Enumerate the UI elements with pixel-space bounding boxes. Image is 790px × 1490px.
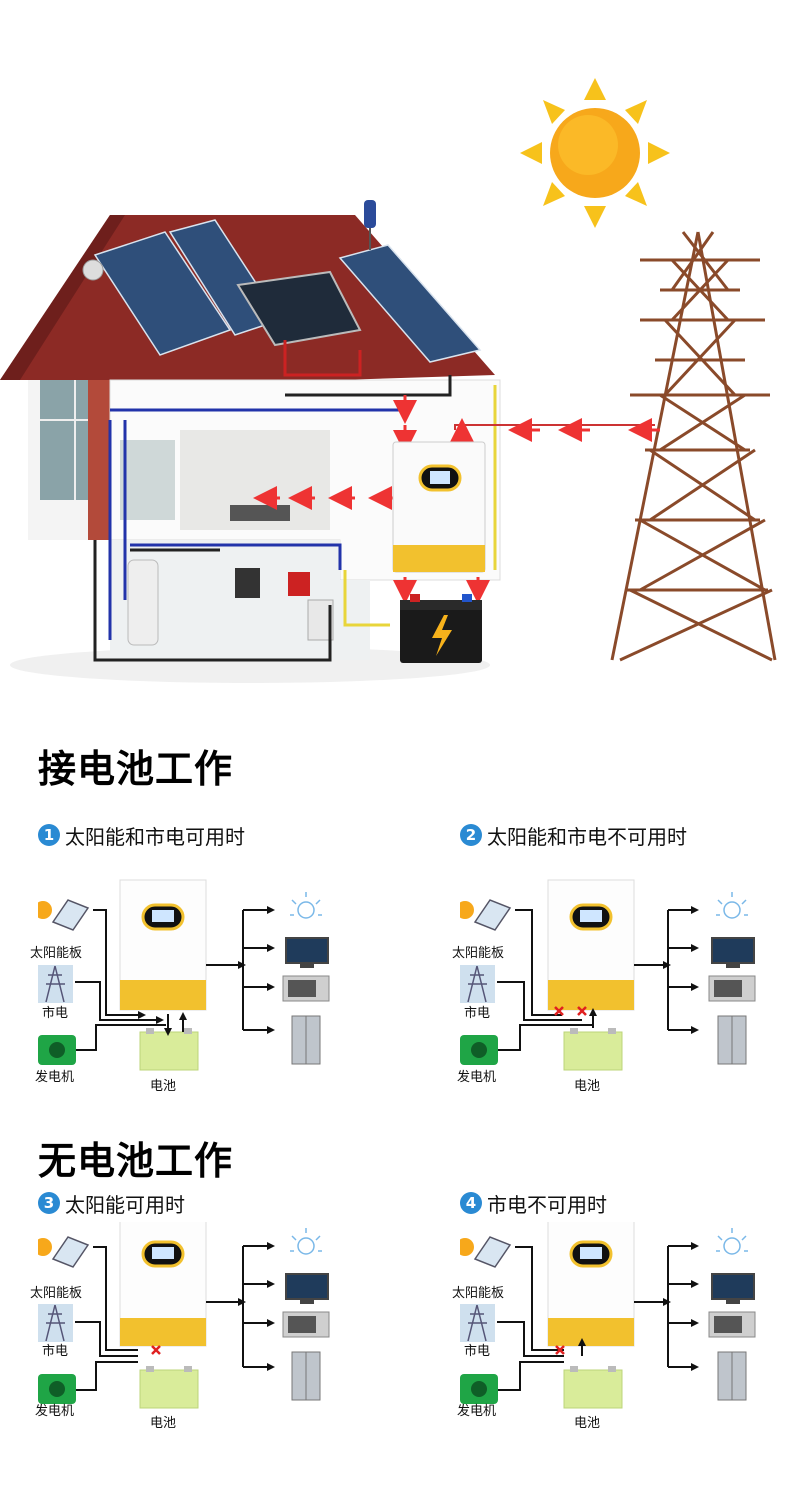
tv-icon	[711, 937, 755, 968]
generator-icon	[38, 1374, 76, 1404]
light-bulb-icon	[716, 1228, 748, 1255]
case-3-panel: 3 太阳能可用时	[30, 1188, 378, 1468]
battery-label: 电池	[574, 1079, 601, 1094]
case-diagram: 太阳能板 市电 发电机 电池	[30, 1219, 378, 1442]
refrigerator-icon	[717, 1351, 747, 1401]
battery-label: 电池	[150, 1079, 177, 1094]
microwave-icon	[708, 1311, 756, 1338]
solar-panel-icon	[34, 899, 90, 931]
hero-battery-icon	[400, 594, 482, 663]
blocked-x-mark	[151, 1345, 161, 1355]
transmission-tower-icon	[610, 231, 777, 662]
flow-diagram	[34, 1219, 330, 1409]
generator-label: 发电机	[35, 1404, 75, 1419]
generator-label: 发电机	[457, 1070, 497, 1085]
microwave-icon	[282, 975, 330, 1002]
solar-panel-icon	[456, 1236, 512, 1268]
case-title-text: 市电不可用时	[487, 1192, 607, 1217]
blocked-x-mark	[555, 1345, 565, 1355]
wind-turbine-icon	[364, 200, 376, 250]
sun-icon	[520, 78, 670, 228]
solar-panel-icon	[34, 1236, 90, 1268]
tv-icon	[285, 937, 329, 968]
case-number-badge: 3	[38, 1192, 60, 1214]
generator-label: 发电机	[457, 1404, 497, 1419]
solar-house-illustration	[0, 78, 777, 683]
light-bulb-icon	[716, 892, 748, 919]
light-bulb-icon	[290, 1228, 322, 1255]
generator-icon	[38, 1035, 76, 1065]
hero-inverter-icon	[392, 441, 486, 573]
case-diagram: 太阳能板 市电 发电机 电池	[30, 870, 378, 1094]
grid-tower-icon	[38, 965, 73, 1003]
without-battery-heading: 无电池工作	[38, 1139, 234, 1183]
grid-label: 市电	[464, 1006, 491, 1021]
grid-label: 市电	[42, 1344, 69, 1359]
flow-diagram	[456, 879, 756, 1071]
inverter-icon	[547, 879, 635, 1011]
grid-tower-icon	[460, 965, 495, 1003]
case-title-text: 太阳能可用时	[65, 1192, 185, 1217]
blocked-x-marks	[554, 1006, 587, 1016]
case-number-badge: 2	[460, 824, 482, 846]
grid-label: 市电	[42, 1006, 69, 1021]
solar-panel-label: 太阳能板	[452, 1286, 505, 1301]
case-number-badge: 1	[38, 824, 60, 846]
case-1-panel: 1 太阳能和市电可用时	[30, 820, 378, 1100]
tv-icon	[711, 1273, 755, 1304]
solar-panel-label: 太阳能板	[30, 1286, 83, 1301]
case-diagram: 太阳能板 市电 发电机 电池	[452, 870, 790, 1094]
refrigerator-icon	[291, 1351, 321, 1401]
flow-diagram	[456, 1219, 756, 1409]
solar-panel-label: 太阳能板	[452, 946, 505, 961]
refrigerator-icon	[291, 1015, 321, 1065]
case-1-title: 1 太阳能和市电可用时	[38, 820, 245, 850]
case-4-title: 4 市电不可用时	[460, 1188, 607, 1218]
case-2-panel: 2 太阳能和市电不可用时	[452, 820, 790, 1100]
battery-icon	[139, 1366, 199, 1409]
case-title-text: 太阳能和市电不可用时	[487, 824, 687, 849]
generator-icon	[460, 1035, 498, 1065]
with-battery-heading: 接电池工作	[38, 747, 234, 791]
battery-icon	[563, 1028, 623, 1071]
refrigerator-icon	[717, 1015, 747, 1065]
microwave-icon	[282, 1311, 330, 1338]
battery-label: 电池	[574, 1416, 601, 1431]
tv-icon	[285, 1273, 329, 1304]
grid-tower-icon	[38, 1304, 73, 1342]
microwave-icon	[708, 975, 756, 1002]
case-4-panel: 4 市电不可用时	[452, 1188, 790, 1468]
case-3-title: 3 太阳能可用时	[38, 1188, 185, 1218]
battery-icon	[563, 1366, 623, 1409]
solar-panel-icon	[456, 899, 512, 931]
grid-tower-icon	[460, 1304, 495, 1342]
light-bulb-icon	[290, 892, 322, 919]
generator-icon	[460, 1374, 498, 1404]
inverter-icon	[119, 879, 207, 1011]
grid-label: 市电	[464, 1344, 491, 1359]
case-2-title: 2 太阳能和市电不可用时	[460, 820, 687, 850]
battery-label: 电池	[150, 1416, 177, 1431]
case-diagram: 太阳能板 市电 发电机 电池	[452, 1219, 790, 1442]
inverter-icon	[547, 1219, 635, 1347]
battery-icon	[139, 1028, 199, 1071]
solar-panel-label: 太阳能板	[30, 946, 83, 961]
generator-label: 发电机	[35, 1070, 75, 1085]
case-title-text: 太阳能和市电可用时	[65, 824, 245, 849]
case-number-badge: 4	[460, 1192, 482, 1214]
inverter-icon	[119, 1219, 207, 1347]
flow-diagram	[34, 879, 330, 1071]
